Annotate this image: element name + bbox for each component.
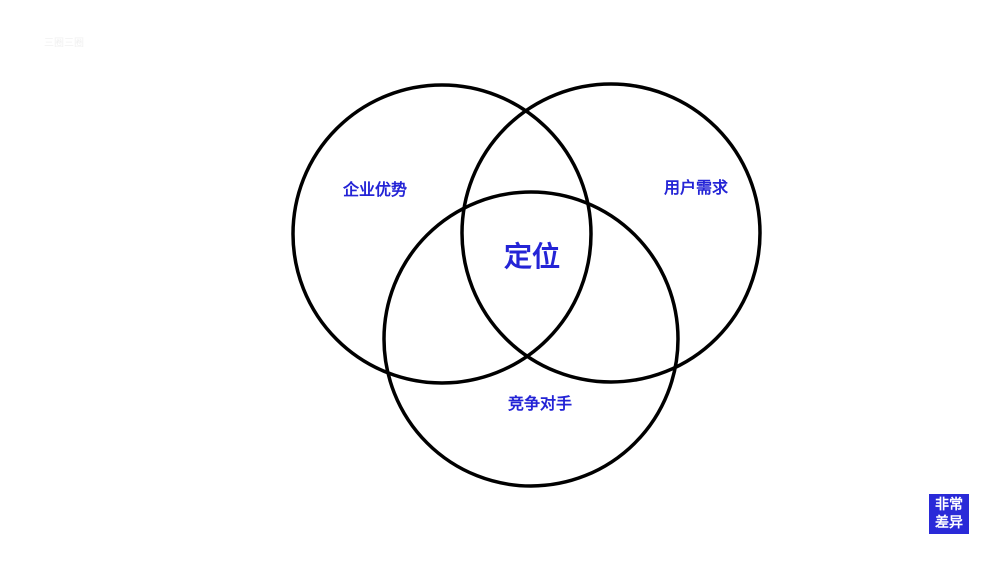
watermark: 三圈三圈 — [44, 38, 84, 49]
logo: 非常 差异 — [929, 494, 969, 534]
circle-user-needs — [460, 82, 762, 384]
label-positioning: 定位 — [503, 240, 561, 273]
circle-competitors — [382, 190, 680, 488]
label-company-strengths: 企业优势 — [342, 180, 408, 199]
logo-line2: 差异 — [935, 515, 963, 531]
logo-line1: 非常 — [935, 497, 963, 513]
label-competitors: 竞争对手 — [507, 394, 573, 413]
label-user-needs: 用户需求 — [663, 178, 729, 197]
circle-company-strengths — [291, 83, 593, 385]
